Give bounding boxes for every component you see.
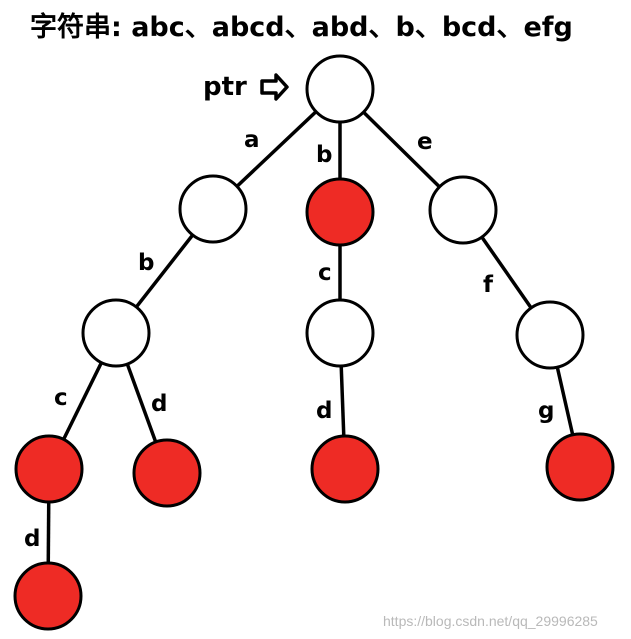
node-bc — [305, 298, 375, 368]
edge-label-ab-abd: d — [151, 391, 167, 417]
edge-label-root-e: e — [417, 129, 433, 155]
node-ef — [515, 300, 585, 370]
diagram-title: 字符串: abc、abcd、abd、b、bcd、efg — [30, 11, 573, 43]
edge-label-abc-abcd: d — [24, 526, 40, 552]
node-bcd — [310, 434, 380, 504]
node-abcd — [13, 561, 83, 631]
node-e — [428, 175, 498, 245]
edge-label-ef-efg: g — [538, 398, 554, 424]
edge-label-bc-bcd: d — [316, 398, 332, 424]
edge-label-root-b: b — [316, 142, 332, 168]
edge-label-e-ef: f — [483, 272, 494, 298]
edge-label-a-ab: b — [138, 250, 154, 276]
node-b — [305, 177, 375, 247]
node-ab — [81, 298, 151, 368]
node-a — [178, 174, 248, 244]
pointer-label: ptr — [203, 72, 247, 102]
pointer-arrow-icon — [260, 73, 289, 101]
watermark: https://blog.csdn.net/qq_29996285 — [383, 613, 598, 629]
node-efg — [545, 432, 615, 502]
node-root — [305, 54, 375, 124]
node-abc — [14, 434, 84, 504]
edge-label-ab-abc: c — [54, 385, 68, 411]
edge-labels: a b e b c f c d d g d — [24, 127, 554, 552]
edge-label-b-bc: c — [318, 260, 332, 286]
edge-label-root-a: a — [244, 127, 260, 153]
node-abd — [132, 438, 202, 508]
trie-nodes — [13, 54, 615, 631]
